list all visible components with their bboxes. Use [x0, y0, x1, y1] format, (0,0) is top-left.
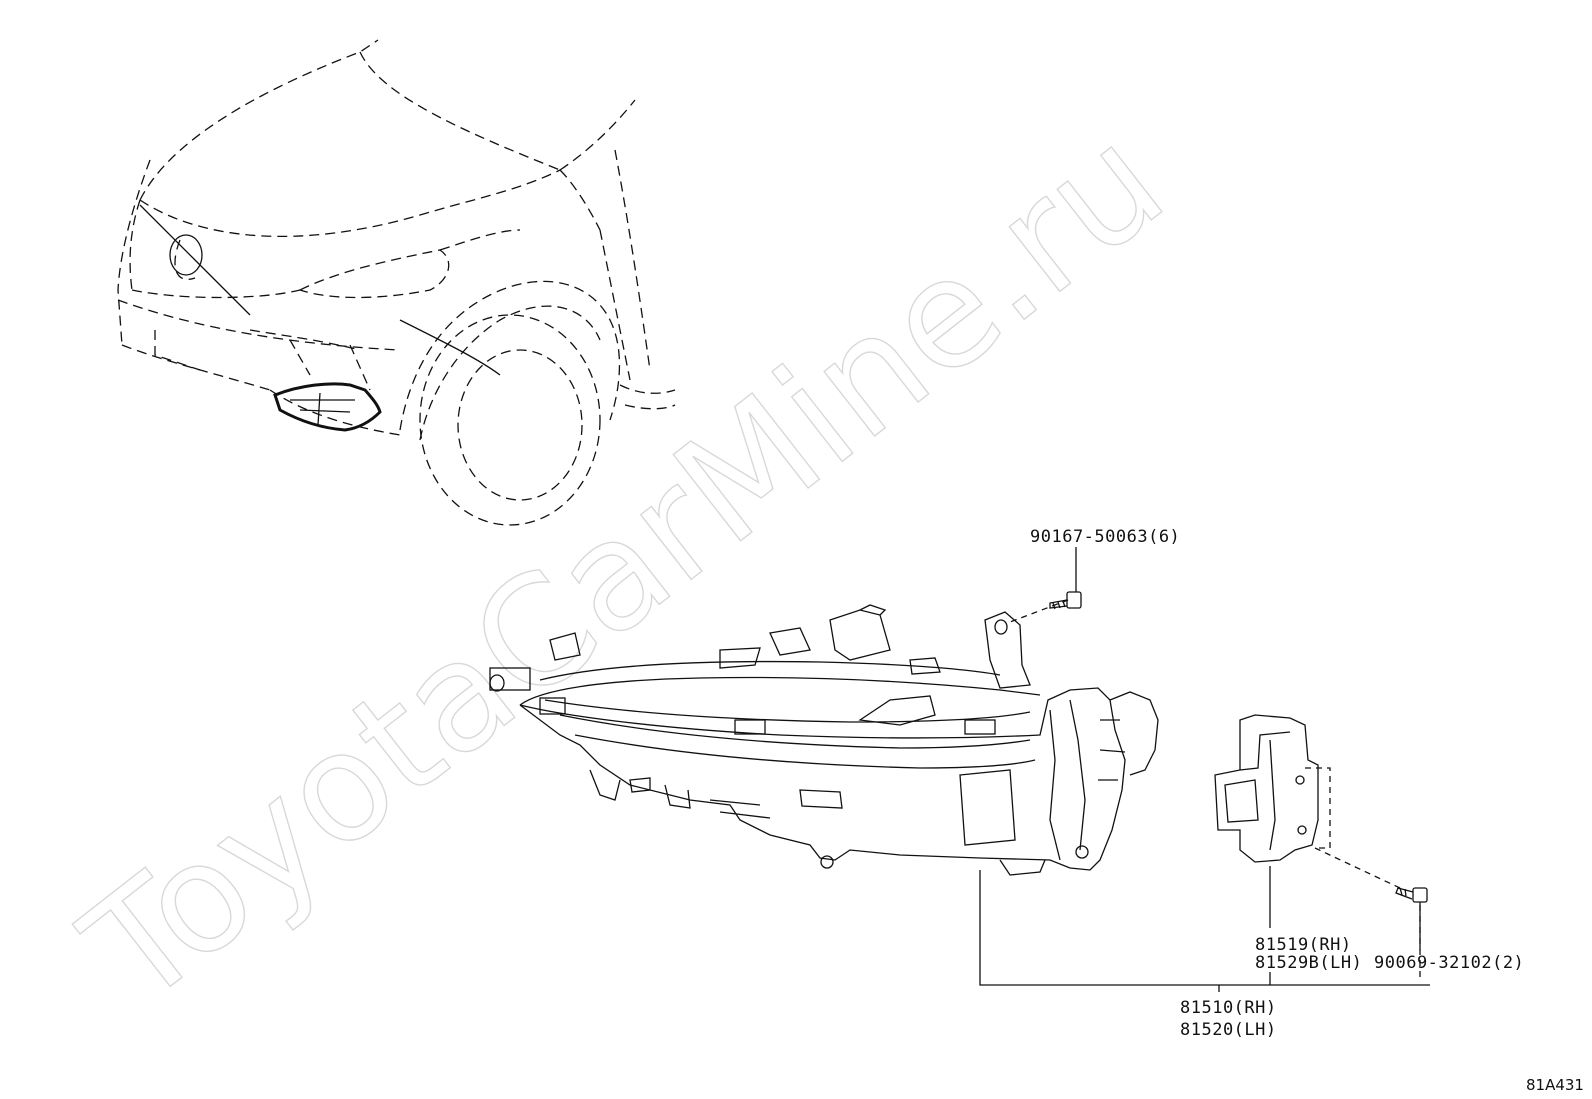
- screw-icon: [1395, 887, 1428, 903]
- label-bracket-lh: 81529B(LH): [1255, 953, 1362, 973]
- label-bracket-rh: 81519(RH): [1255, 935, 1352, 955]
- lamp-location-highlight: [273, 382, 382, 432]
- watermark: ToyotaCarMine.ru: [54, 94, 1195, 1038]
- lamp-leader: [979, 870, 1430, 986]
- label-lamp-rh: 81510(RH): [1180, 998, 1277, 1018]
- vehicle-outline: [117, 39, 676, 526]
- figure-code: 81A431: [1526, 1076, 1584, 1094]
- fog-lamp-assembly: [489, 604, 1159, 876]
- label-screw-90069: 90069-32102(2): [1374, 953, 1524, 973]
- label-bolt-90167: 90167-50063(6): [1030, 527, 1180, 547]
- bracket-part: [1214, 714, 1319, 863]
- label-lamp-lh: 81520(LH): [1180, 1020, 1277, 1040]
